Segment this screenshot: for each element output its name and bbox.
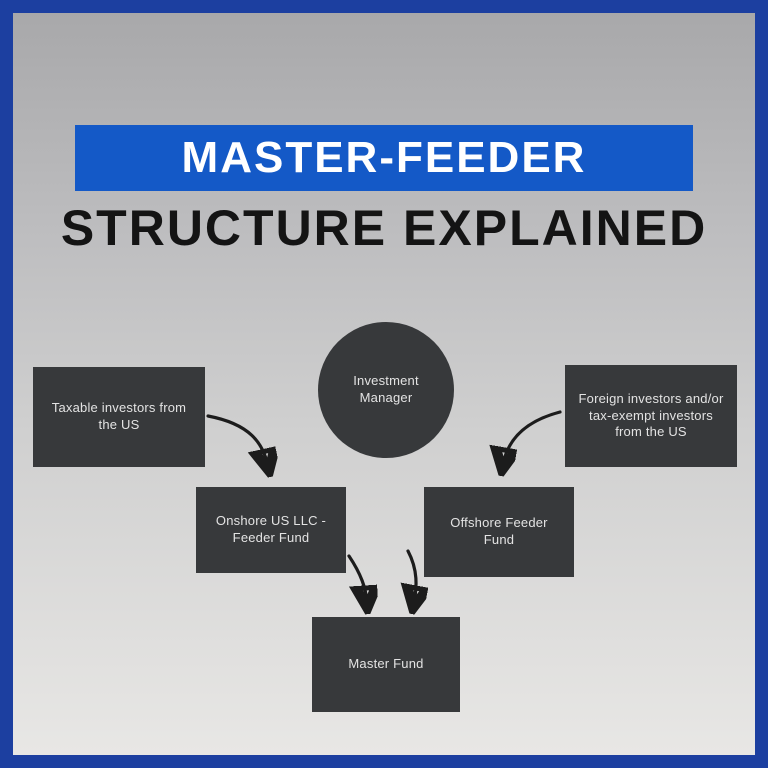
node-foreign-investors-label: Foreign investors and/or tax-exempt inve… — [578, 390, 724, 440]
node-investment-manager-label: Investment Manager — [353, 373, 419, 405]
node-master-fund: Master Fund — [312, 617, 460, 712]
arrow-taxable-to-onshore — [206, 414, 268, 466]
node-offshore-feeder-fund: Offshore Feeder Fund — [424, 487, 574, 577]
node-taxable-investors: Taxable investors from the US — [33, 367, 205, 467]
page-title: MASTER-FEEDER — [181, 133, 587, 182]
node-onshore-feeder-fund-label: Onshore US LLC - Feeder Fund — [215, 513, 327, 545]
arrow-onshore-to-master — [347, 554, 367, 603]
arrow-foreign-to-offshore — [503, 410, 562, 465]
page-subtitle: STRUCTURE EXPLAINED — [60, 200, 708, 256]
node-investment-manager: Investment Manager — [318, 322, 454, 458]
node-offshore-feeder-fund-label: Offshore Feeder Fund — [450, 515, 548, 547]
title-banner: MASTER-FEEDER — [75, 125, 693, 191]
arrow-offshore-to-master — [408, 549, 416, 603]
node-onshore-feeder-fund: Onshore US LLC - Feeder Fund — [196, 487, 346, 573]
node-taxable-investors-label: Taxable investors from the US — [51, 400, 187, 432]
node-foreign-investors: Foreign investors and/or tax-exempt inve… — [565, 365, 737, 467]
node-master-fund-label: Master Fund — [348, 656, 424, 672]
